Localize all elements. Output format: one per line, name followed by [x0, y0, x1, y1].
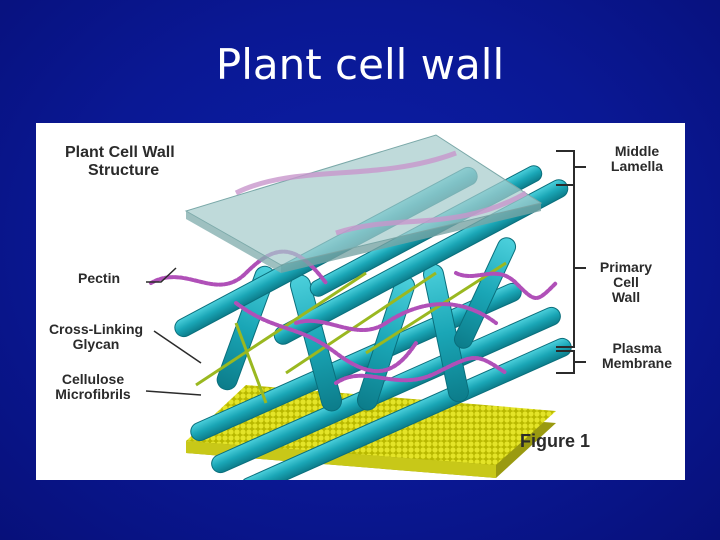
plasma-label-line1: Plasma: [589, 341, 685, 356]
primary-cell-wall-label: Primary Cell Wall: [589, 260, 663, 305]
glycan-leader: [154, 331, 201, 363]
pectin-label-text: Pectin: [78, 270, 120, 286]
middle-lamella-label: Middle Lamella: [589, 144, 685, 174]
figure-heading: Plant Cell Wall Structure: [65, 144, 175, 180]
cross-linking-glycan-label: Cross-Linking Glycan: [36, 322, 156, 352]
glycan-label-line1: Cross-Linking: [36, 322, 156, 337]
figure-caption: Figure 1: [520, 434, 590, 449]
plasma-membrane-label: Plasma Membrane: [589, 341, 685, 371]
cellulose-leader: [146, 391, 201, 395]
middle-lamella: [186, 135, 541, 273]
plasma-label-line2: Membrane: [589, 356, 685, 371]
primary-label-line1: Primary: [589, 260, 663, 275]
cellulose-label-line1: Cellulose: [36, 372, 150, 387]
cell-wall-figure: Plant Cell Wall Structure Pectin Cross-L…: [36, 123, 685, 480]
middle-label-line2: Lamella: [589, 159, 685, 174]
figure-heading-line2: Structure: [65, 162, 175, 180]
figure-heading-line1: Plant Cell Wall: [65, 144, 175, 162]
primary-wall-bracket: [556, 185, 574, 347]
cellulose-label-line2: Microfibrils: [36, 387, 150, 402]
cellulose-microfibrils-label: Cellulose Microfibrils: [36, 372, 150, 402]
slide-title: Plant cell wall: [0, 40, 720, 89]
primary-label-line2: Cell: [589, 275, 663, 290]
middle-label-line1: Middle: [589, 144, 685, 159]
primary-label-line3: Wall: [589, 290, 663, 305]
glycan-label-line2: Glycan: [36, 337, 156, 352]
pectin-label: Pectin: [78, 271, 120, 286]
